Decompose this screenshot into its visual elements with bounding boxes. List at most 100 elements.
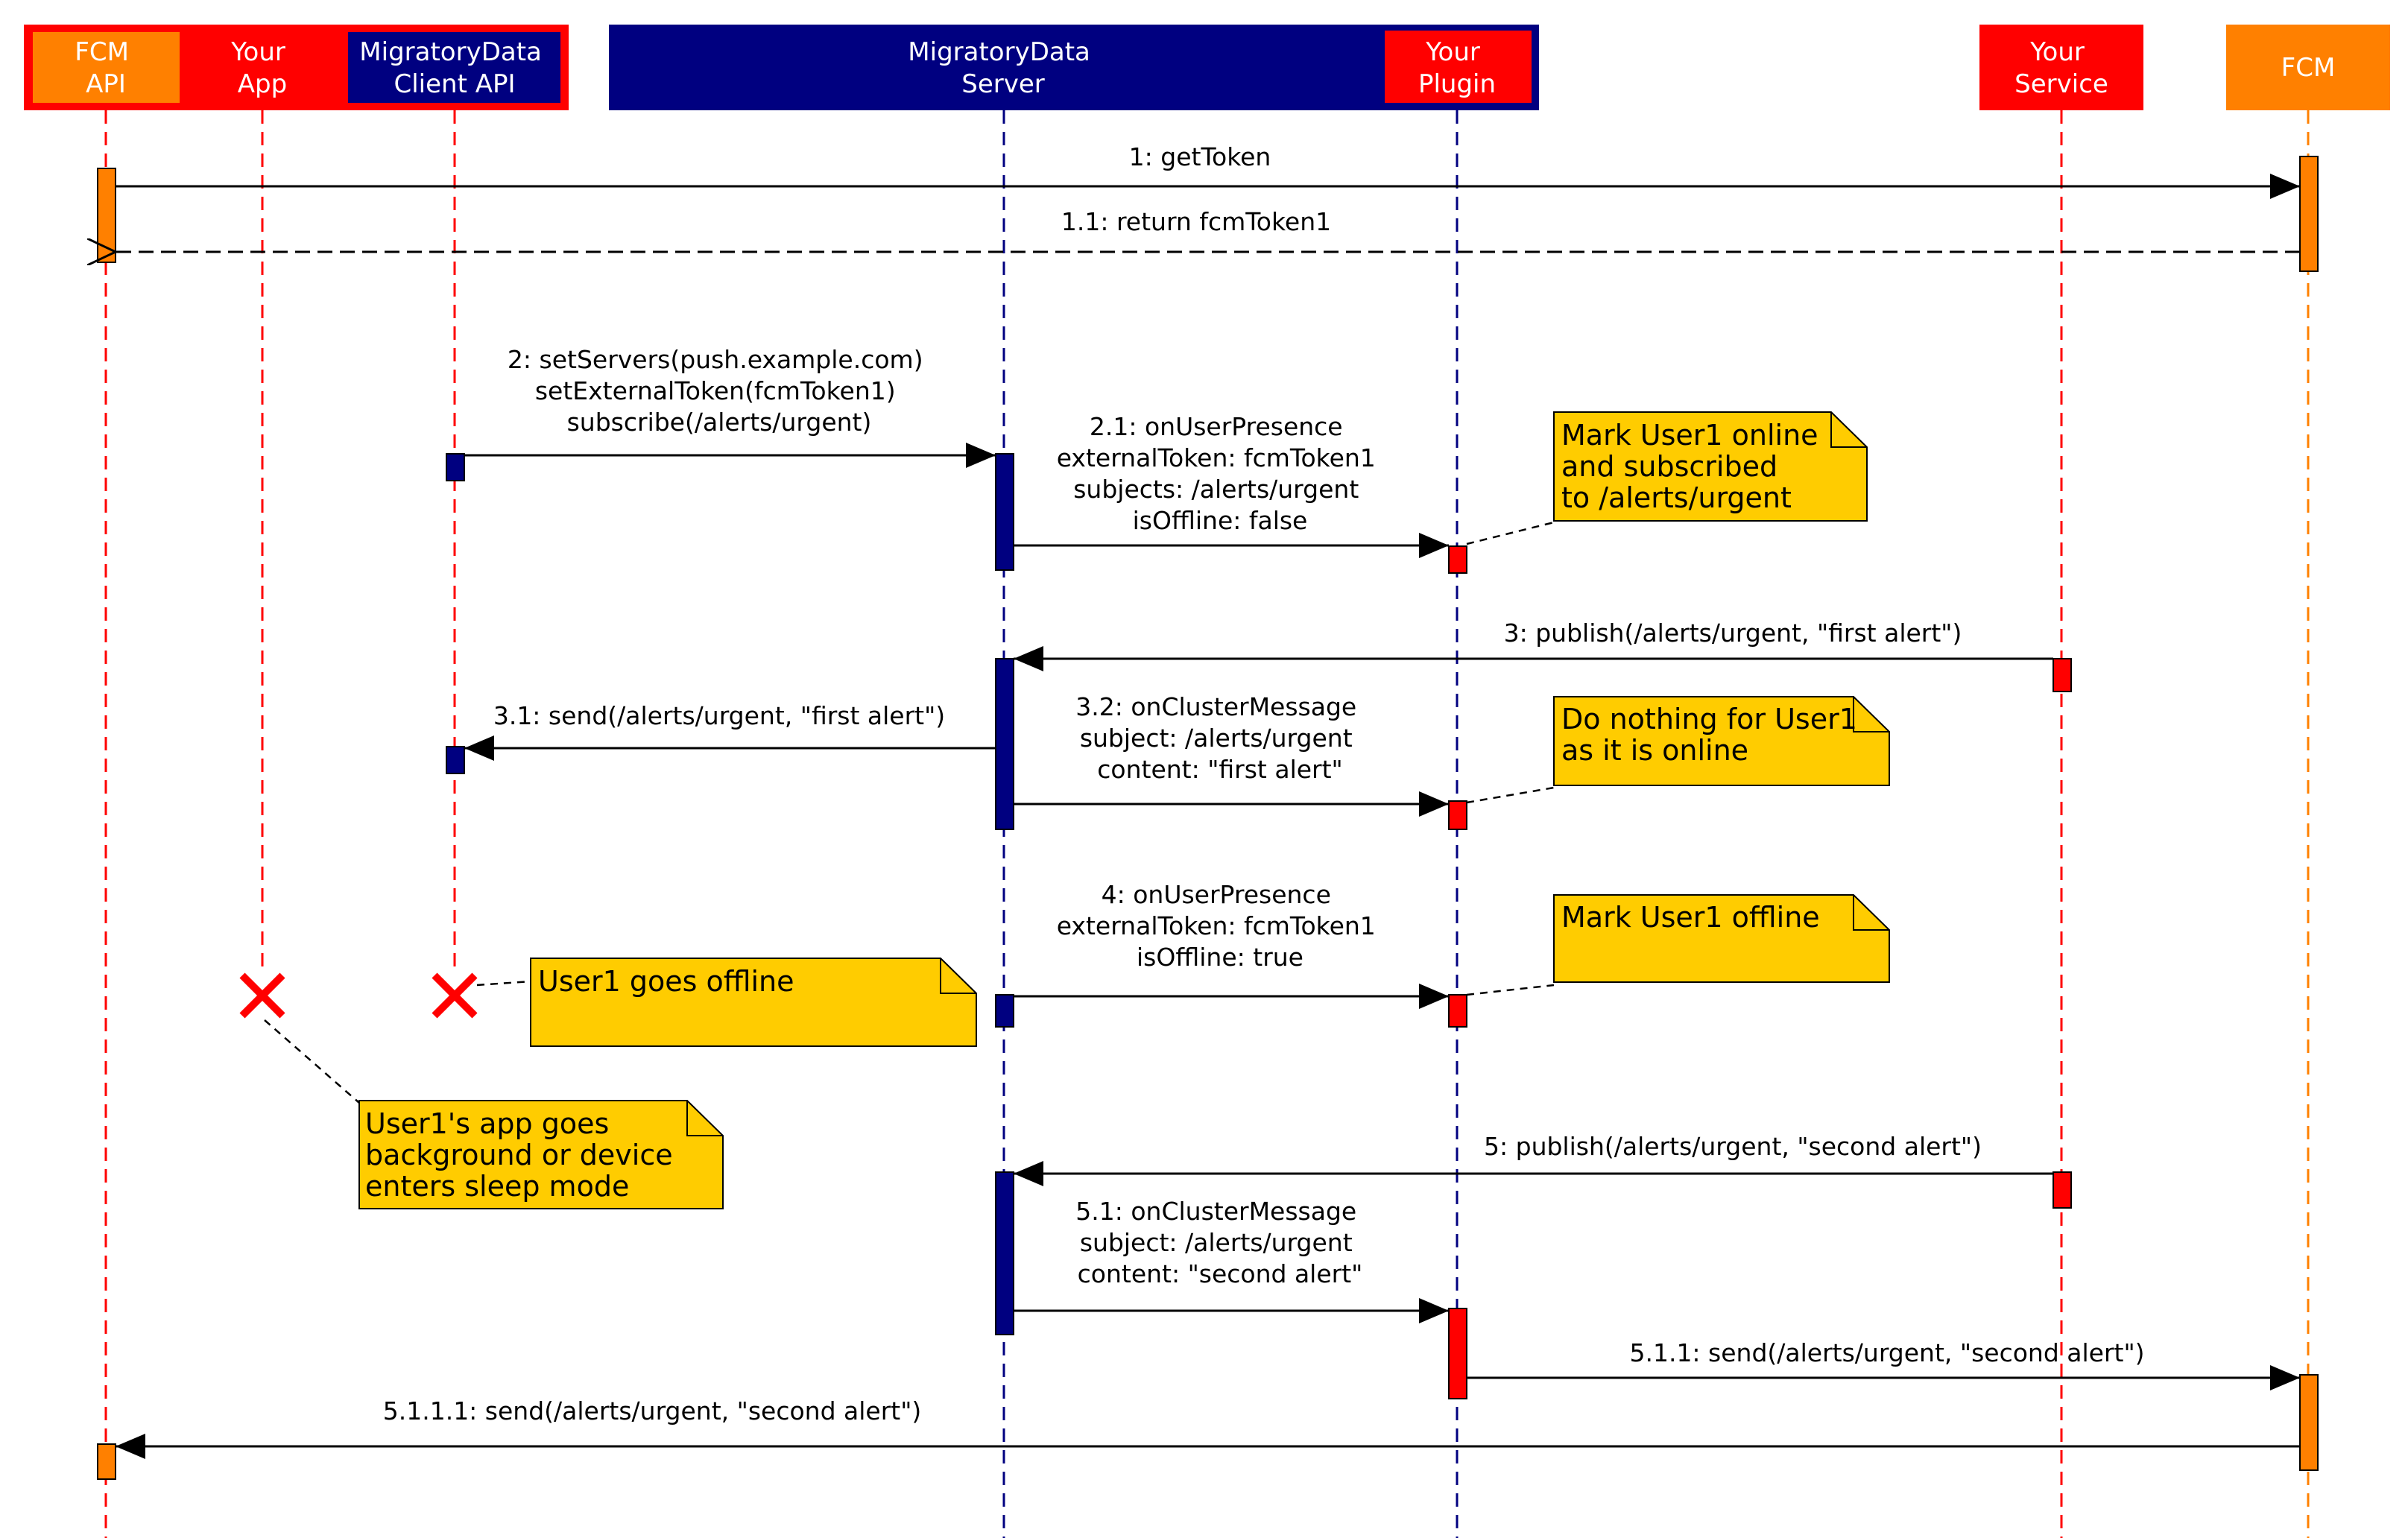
- fcm-label: FCM: [2281, 53, 2336, 83]
- service-label-line: Service: [2014, 69, 2108, 99]
- server-label-line: Server: [961, 69, 1045, 99]
- note-2: [1553, 696, 1890, 786]
- message-5-1-1-label: 5.1.1: send(/alerts/urgent, "second aler…: [1629, 1338, 2144, 1367]
- plugin-activation: [1448, 1308, 1467, 1399]
- fcm-activation: [2299, 1374, 2319, 1471]
- message-2-1-label-line: subjects: /alerts/urgent: [1073, 475, 1359, 504]
- message-5-1-label: 5.1: onClusterMessage subject: /alerts/u…: [1075, 1197, 1364, 1288]
- your-app-label: Your App: [230, 37, 293, 99]
- message-2-1-label-line: isOffline: false: [1133, 506, 1308, 535]
- service-label: Your Service: [2014, 37, 2108, 99]
- note-5-text: User1's app goes background or device en…: [365, 1107, 682, 1203]
- fcm-header: [2226, 25, 2390, 110]
- note-1-text-line: Mark User1 online: [1561, 419, 1818, 452]
- message-5-label: 5: publish(/alerts/urgent, "second alert…: [1484, 1132, 1982, 1161]
- plugin-label-line: Your: [1425, 37, 1480, 67]
- client-api-label: MigratoryData Client API: [359, 37, 549, 99]
- fcm-label-line: FCM: [2281, 53, 2336, 83]
- note-3-text-line: Mark User1 offline: [1561, 901, 1820, 934]
- note-5-text-line: background or device: [365, 1139, 673, 1171]
- server-activation: [995, 1171, 1014, 1335]
- message-1-label: 1: getToken: [1129, 142, 1271, 171]
- server-header: [609, 25, 1539, 110]
- message-5-1-label-line: content: "second alert": [1078, 1259, 1363, 1288]
- server-label-line: MigratoryData: [908, 37, 1090, 67]
- note-3-connector: [1466, 984, 1555, 996]
- message-3-1-label-line: 3.1: send(/alerts/urgent, "first alert"): [493, 701, 945, 730]
- message-2-1-label-line: externalToken: fcmToken1: [1057, 443, 1376, 472]
- message-4-label-line: externalToken: fcmToken1: [1057, 911, 1376, 940]
- message-2-label-line: subscribe(/alerts/urgent): [567, 408, 872, 437]
- client-participant-group: FCM API Your App MigratoryData Client AP…: [24, 25, 569, 110]
- note-5-connector: [264, 1019, 360, 1104]
- note-4-text-line: User1 goes offline: [538, 965, 794, 998]
- message-1-label-line: 1: getToken: [1129, 142, 1271, 171]
- note-5-text-line: enters sleep mode: [365, 1170, 629, 1203]
- fcm-api-label-line: FCM: [75, 37, 129, 67]
- message-4-label-line: 4: onUserPresence: [1102, 880, 1331, 909]
- message-1-1-label-line: 1.1: return fcmToken1: [1061, 207, 1331, 236]
- plugin-label-line: Plugin: [1418, 69, 1496, 99]
- plugin-header: [1385, 31, 1532, 103]
- client-api-header: [348, 32, 560, 103]
- message-5-label-line: 5: publish(/alerts/urgent, "second alert…: [1484, 1132, 1982, 1161]
- note-3: [1553, 894, 1890, 983]
- server-activation: [995, 658, 1014, 830]
- server-activation: [995, 453, 1014, 571]
- plugin-label: Your Plugin: [1418, 37, 1496, 99]
- service-header: [1979, 25, 2143, 110]
- note-1-text-line: and subscribed: [1561, 450, 1777, 483]
- message-4-label-line: isOffline: true: [1137, 943, 1303, 972]
- message-1-1-label: 1.1: return fcmToken1: [1061, 207, 1331, 236]
- client-api-label-line: Client API: [394, 69, 515, 99]
- note-1: [1553, 411, 1868, 522]
- server-activation: [995, 994, 1014, 1028]
- message-5-1-label-line: subject: /alerts/urgent: [1080, 1228, 1353, 1257]
- note-5-text-line: User1's app goes: [365, 1107, 609, 1140]
- note-4-text: User1 goes offline: [538, 965, 794, 998]
- your-app-label-line: App: [238, 69, 287, 99]
- service-label-line: Your: [2029, 37, 2085, 67]
- fcm-api-activation: [97, 168, 116, 263]
- message-2-label: 2: setServers(push.example.com) setExter…: [508, 345, 931, 437]
- your-app-label-line: Your: [230, 37, 285, 67]
- note-5: [358, 1100, 724, 1209]
- fcm-api-label-line: API: [86, 69, 126, 99]
- message-3-1-label: 3.1: send(/alerts/urgent, "first alert"): [493, 701, 945, 730]
- note-1-text-line: to /alerts/urgent: [1561, 481, 1792, 514]
- message-5-1-1-label-line: 5.1.1: send(/alerts/urgent, "second aler…: [1629, 1338, 2144, 1367]
- message-3-label-line: 3: publish(/alerts/urgent, "first alert"…: [1504, 618, 1962, 648]
- plugin-activation: [1448, 545, 1467, 574]
- client-api-activation: [446, 453, 465, 481]
- note-2-connector: [1466, 786, 1555, 804]
- message-3-2-label-line: 3.2: onClusterMessage: [1075, 692, 1356, 721]
- note-4: [530, 958, 977, 1047]
- note-1-text: Mark User1 online and subscribed to /ale…: [1561, 419, 1827, 514]
- your-app-destroy-icon: [239, 972, 285, 1019]
- message-2-label-line: 2: setServers(push.example.com): [508, 345, 923, 374]
- message-2-1-label-line: 2.1: onUserPresence: [1090, 412, 1343, 441]
- plugin-activation: [1448, 800, 1467, 830]
- plugin-activation: [1448, 994, 1467, 1028]
- message-3-label: 3: publish(/alerts/urgent, "first alert"…: [1504, 618, 1962, 648]
- server-participant-group: MigratoryData Server Your Plugin: [609, 25, 1539, 110]
- client-api-destroy-icon: [432, 972, 478, 1019]
- message-5-1-1-1-label-line: 5.1.1.1: send(/alerts/urgent, "second al…: [383, 1396, 922, 1425]
- fcm-api-label: FCM API: [75, 37, 136, 99]
- message-3-2-label-line: subject: /alerts/urgent: [1080, 724, 1353, 753]
- server-label: MigratoryData Server: [908, 37, 1098, 99]
- message-3-2-label-line: content: "first alert": [1097, 755, 1342, 784]
- message-5-1-1-1-label: 5.1.1.1: send(/alerts/urgent, "second al…: [383, 1396, 922, 1425]
- message-4-label: 4: onUserPresence externalToken: fcmToke…: [1057, 880, 1384, 972]
- message-3-2-label: 3.2: onClusterMessage subject: /alerts/u…: [1075, 692, 1364, 784]
- fcm-api-activation: [97, 1443, 116, 1480]
- note-2-text-line: Do nothing for User1: [1561, 703, 1857, 735]
- client-api-label-line: MigratoryData: [359, 37, 542, 67]
- note-1-connector: [1466, 521, 1555, 545]
- client-api-activation: [446, 746, 465, 774]
- message-2-1-label: 2.1: onUserPresence externalToken: fcmTo…: [1057, 412, 1384, 535]
- message-5-1-label-line: 5.1: onClusterMessage: [1075, 1197, 1356, 1226]
- service-activation: [2053, 658, 2072, 692]
- note-3-text: Mark User1 offline: [1561, 901, 1820, 934]
